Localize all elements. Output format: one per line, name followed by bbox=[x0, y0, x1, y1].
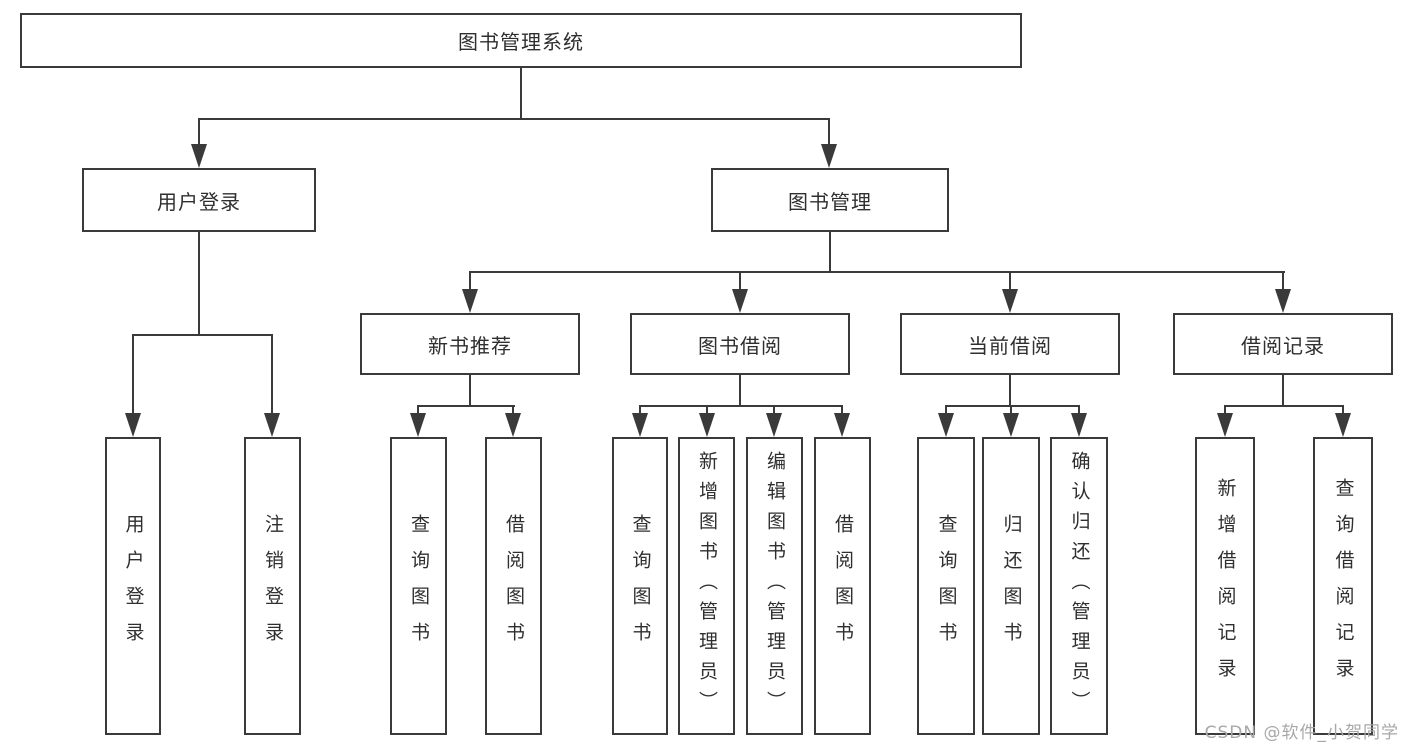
connector-vline bbox=[198, 118, 200, 148]
node-label: 新增借阅记录 bbox=[1214, 478, 1237, 694]
connector-hline bbox=[639, 405, 843, 407]
connector-hline bbox=[132, 334, 273, 336]
leaf-user-login: 用户登录 bbox=[105, 437, 161, 735]
leaf-confirm-return-admin: 确认归还（管理员） bbox=[1050, 437, 1108, 735]
connector-vline bbox=[417, 405, 419, 417]
node-label: 借阅图书 bbox=[832, 514, 854, 658]
connector-hline bbox=[945, 405, 1080, 407]
connector-vline bbox=[1078, 405, 1080, 417]
connector-vline bbox=[469, 375, 471, 407]
connector-hline bbox=[469, 271, 1285, 273]
node-new-book-recommend: 新书推荐 bbox=[360, 313, 580, 375]
node-label: 查询图书 bbox=[408, 514, 430, 658]
arrow-down-icon bbox=[632, 413, 648, 437]
node-label: 查询图书 bbox=[935, 514, 958, 658]
node-label: 借阅记录 bbox=[1241, 333, 1325, 358]
connector-vline bbox=[945, 405, 947, 417]
node-label: 注销登录 bbox=[262, 514, 284, 658]
arrow-down-icon bbox=[766, 413, 782, 437]
connector-vline bbox=[773, 405, 775, 417]
connector-vline bbox=[739, 271, 741, 293]
arrow-down-icon bbox=[1002, 289, 1018, 313]
arrow-down-icon bbox=[1071, 413, 1087, 437]
connector-vline bbox=[1009, 271, 1011, 293]
node-label: 新增图书（管理员） bbox=[696, 451, 718, 721]
leaf-borrow-books-2: 借阅图书 bbox=[814, 437, 871, 735]
connector-hline bbox=[1224, 405, 1344, 407]
arrow-down-icon bbox=[732, 289, 748, 313]
arrow-down-icon bbox=[821, 144, 837, 168]
connector-vline bbox=[1224, 405, 1226, 417]
connector-hline bbox=[417, 405, 515, 407]
connector-vline bbox=[1282, 375, 1284, 407]
node-label: 图书管理系统 bbox=[458, 30, 584, 54]
node-label: 用户登录 bbox=[157, 189, 241, 214]
node-root: 图书管理系统 bbox=[20, 13, 1022, 68]
node-label: 查询图书 bbox=[629, 514, 652, 658]
arrow-down-icon bbox=[191, 144, 207, 168]
connector-vline bbox=[1010, 405, 1012, 417]
connector-vline bbox=[512, 405, 514, 417]
node-label: 编辑图书（管理员） bbox=[764, 451, 786, 721]
connector-vline bbox=[469, 271, 471, 293]
connector-hline bbox=[198, 118, 830, 120]
leaf-query-books-2: 查询图书 bbox=[612, 437, 668, 735]
node-borrow-records: 借阅记录 bbox=[1173, 313, 1393, 375]
node-book-management: 图书管理 bbox=[711, 168, 949, 232]
node-book-borrow: 图书借阅 bbox=[630, 313, 850, 375]
leaf-query-borrow-record: 查询借阅记录 bbox=[1313, 437, 1373, 735]
node-label: 查询借阅记录 bbox=[1332, 478, 1355, 694]
connector-vline bbox=[198, 232, 200, 336]
arrow-down-icon bbox=[125, 413, 141, 437]
arrow-down-icon bbox=[834, 413, 850, 437]
arrow-down-icon bbox=[1335, 413, 1351, 437]
connector-vline bbox=[706, 405, 708, 417]
arrow-down-icon bbox=[1275, 289, 1291, 313]
connector-vline bbox=[271, 334, 273, 416]
leaf-query-books-1: 查询图书 bbox=[390, 437, 447, 735]
arrow-down-icon bbox=[699, 413, 715, 437]
leaf-return-books: 归还图书 bbox=[982, 437, 1040, 735]
arrow-down-icon bbox=[410, 413, 426, 437]
connector-vline bbox=[520, 68, 522, 120]
leaf-query-books-3: 查询图书 bbox=[917, 437, 975, 735]
leaf-logout: 注销登录 bbox=[244, 437, 301, 735]
node-user-login: 用户登录 bbox=[82, 168, 316, 232]
node-label: 图书管理 bbox=[788, 189, 872, 214]
node-label: 当前借阅 bbox=[968, 333, 1052, 358]
node-label: 确认归还（管理员） bbox=[1068, 451, 1091, 721]
connector-vline bbox=[639, 405, 641, 417]
connector-vline bbox=[828, 118, 830, 148]
node-label: 图书借阅 bbox=[698, 333, 782, 358]
node-label: 归还图书 bbox=[1000, 514, 1023, 658]
arrow-down-icon bbox=[505, 413, 521, 437]
arrow-down-icon bbox=[1217, 413, 1233, 437]
arrow-down-icon bbox=[938, 413, 954, 437]
leaf-borrow-books-1: 借阅图书 bbox=[485, 437, 542, 735]
node-label: 借阅图书 bbox=[503, 514, 525, 658]
connector-vline bbox=[739, 375, 741, 407]
connector-vline bbox=[132, 334, 134, 416]
connector-vline bbox=[1282, 271, 1284, 293]
leaf-add-books-admin: 新增图书（管理员） bbox=[678, 437, 735, 735]
leaf-add-borrow-record: 新增借阅记录 bbox=[1195, 437, 1255, 735]
node-current-borrow: 当前借阅 bbox=[900, 313, 1120, 375]
node-label: 用户登录 bbox=[122, 514, 145, 658]
connector-vline bbox=[841, 405, 843, 417]
arrow-down-icon bbox=[264, 413, 280, 437]
leaf-edit-books-admin: 编辑图书（管理员） bbox=[746, 437, 803, 735]
connector-vline bbox=[829, 232, 831, 273]
arrow-down-icon bbox=[1003, 413, 1019, 437]
arrow-down-icon bbox=[462, 289, 478, 313]
connector-vline bbox=[1342, 405, 1344, 417]
node-label: 新书推荐 bbox=[428, 333, 512, 358]
connector-vline bbox=[1009, 375, 1011, 407]
